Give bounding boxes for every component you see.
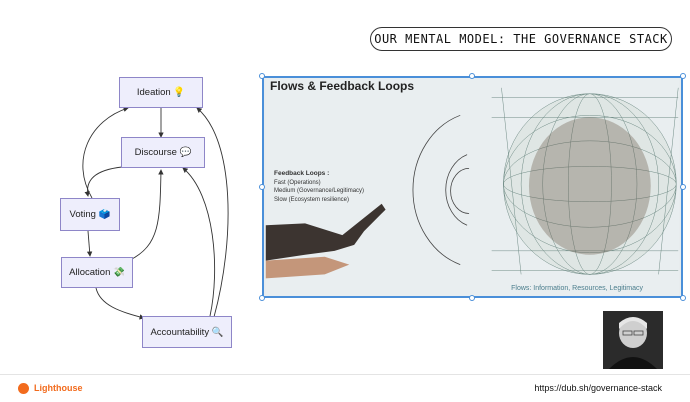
resize-handle-middle-right[interactable]: [680, 184, 686, 190]
brand-name: Lighthouse: [34, 383, 83, 393]
resize-handle-top-right[interactable]: [680, 73, 686, 79]
node-ideation: Ideation 💡: [119, 77, 203, 108]
resize-handle-top-middle[interactable]: [469, 73, 475, 79]
diagram-arrows: [82, 106, 229, 320]
node-voting: Voting 🗳️: [60, 198, 120, 231]
node-accountability: Accountability 🔍: [142, 316, 232, 348]
feedback-item: Fast (Operations): [274, 179, 321, 186]
resize-handle-middle-left[interactable]: [259, 184, 265, 190]
projected-slide-photo[interactable]: Flows & Feedback Loops Feedback Loops : …: [262, 76, 683, 298]
node-discourse: Discourse 💬: [121, 137, 205, 168]
photo-illustration: [265, 78, 680, 296]
footer-divider: [0, 374, 690, 375]
arrow-voting-allocation: [86, 230, 93, 257]
feedback-item: Medium (Governance/Legitimacy): [274, 188, 365, 194]
feedback-loops-heading: Feedback Loops :: [274, 170, 330, 177]
resize-handle-top-left[interactable]: [259, 73, 265, 79]
lighthouse-logo-icon: [18, 383, 29, 394]
resize-handle-bottom-left[interactable]: [259, 295, 265, 301]
arrow-voting-ideation: [82, 106, 129, 199]
node-allocation: Allocation 💸: [61, 257, 133, 288]
feedback-loops-list: Feedback Loops : Fast (Operations) Mediu…: [274, 170, 364, 204]
slide-title: OUR MENTAL MODEL: THE GOVERNANCE STACK: [370, 27, 672, 51]
feedback-item: Slow (Ecosystem resilience): [274, 196, 350, 203]
arrow-accountability-discourse: [182, 167, 216, 317]
photo-slide-title: Flows & Feedback Loops: [270, 79, 415, 93]
resize-handle-bottom-right[interactable]: [680, 295, 686, 301]
flows-caption: Flows: Information, Resources, Legitimac…: [511, 285, 643, 292]
arrow-allocation-discourse: [129, 169, 164, 261]
resize-handle-bottom-middle[interactable]: [469, 295, 475, 301]
arrow-allocation-accountability: [95, 287, 145, 320]
arrow-accountability-ideation: [196, 107, 229, 318]
speaker-photo: [603, 311, 663, 369]
footer-url[interactable]: https://dub.sh/governance-stack: [534, 383, 662, 393]
arrow-discourse-voting: [84, 166, 123, 197]
